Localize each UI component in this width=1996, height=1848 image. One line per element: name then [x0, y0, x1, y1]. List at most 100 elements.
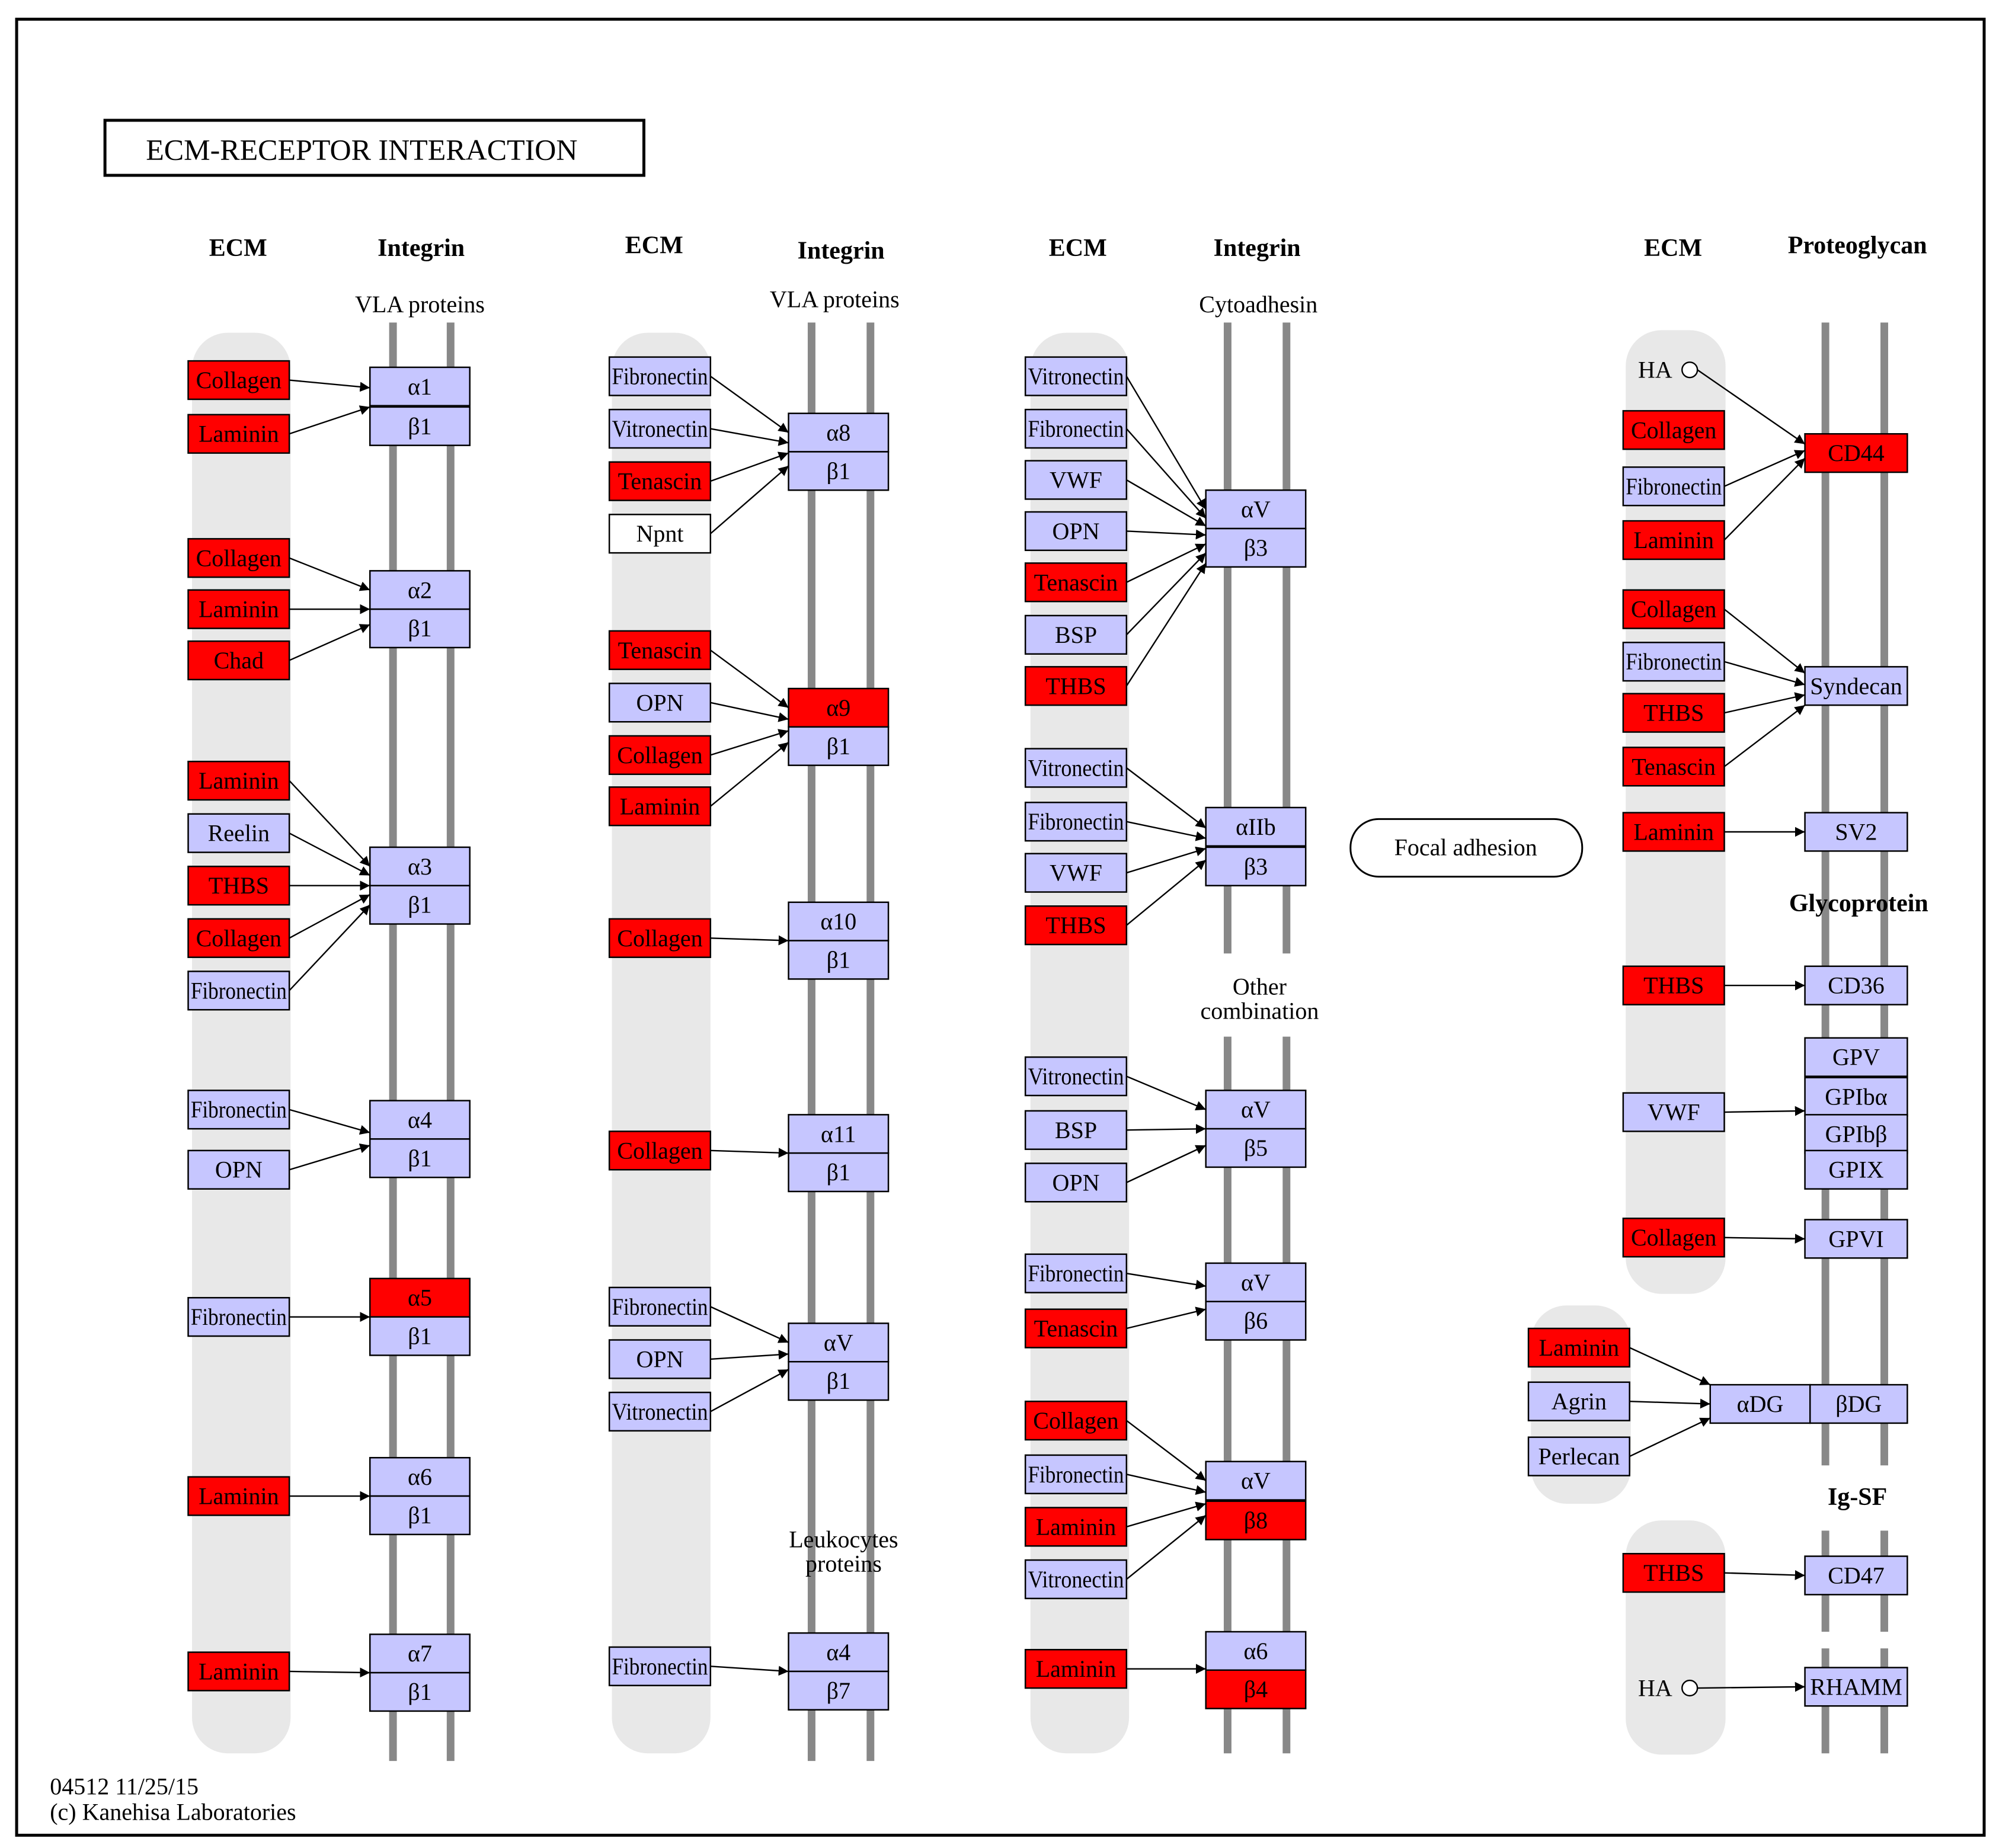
receptor-alpha6[interactable]: α6 — [369, 1456, 471, 1497]
ligand-vitronectin[interactable]: Vitronectin — [1024, 1056, 1128, 1097]
receptor-alphav[interactable]: αV — [1205, 1090, 1307, 1130]
receptor-beta1[interactable]: β1 — [788, 1360, 890, 1401]
ligand-bsp[interactable]: BSP — [1024, 614, 1128, 655]
ligand-collagen[interactable]: Collagen — [608, 918, 712, 958]
receptor-alpha4[interactable]: α4 — [369, 1100, 471, 1140]
ligand-collagen[interactable]: Collagen — [187, 538, 290, 578]
ligand-laminin[interactable]: Laminin — [1527, 1327, 1630, 1368]
receptor-alpha11[interactable]: α11 — [788, 1114, 890, 1154]
receptor-gpv[interactable]: GPV — [1804, 1037, 1908, 1077]
ligand-tenascin[interactable]: Tenascin — [1024, 1308, 1128, 1349]
receptor-beta3[interactable]: β3 — [1205, 527, 1307, 568]
receptor-cd36[interactable]: CD36 — [1804, 965, 1908, 1005]
receptor-beta5[interactable]: β5 — [1205, 1128, 1307, 1168]
receptor-alphaiib[interactable]: αIIb — [1205, 806, 1307, 847]
receptor-sv2[interactable]: SV2 — [1804, 812, 1908, 852]
ligand-laminin[interactable]: Laminin — [1622, 520, 1725, 561]
ligand-laminin[interactable]: Laminin — [1024, 1507, 1128, 1547]
ligand-tenascin[interactable]: Tenascin — [608, 630, 712, 670]
receptor-alpha7[interactable]: α7 — [369, 1634, 471, 1674]
receptor-beta8[interactable]: β8 — [1205, 1500, 1307, 1540]
ligand-fibronectin[interactable]: Fibronectin — [1024, 1454, 1128, 1494]
receptor-alpha8[interactable]: α8 — [788, 412, 890, 453]
ligand-reelin[interactable]: Reelin — [187, 813, 290, 853]
ligand-collagen[interactable]: Collagen — [1024, 1400, 1128, 1441]
ligand-laminin[interactable]: Laminin — [1024, 1648, 1128, 1689]
ligand-fibronectin[interactable]: Fibronectin — [187, 1090, 290, 1130]
ligand-laminin[interactable]: Laminin — [608, 786, 712, 827]
ligand-opn[interactable]: OPN — [608, 683, 712, 723]
ligand-collagen[interactable]: Collagen — [187, 360, 290, 401]
ligand-fibronectin[interactable]: Fibronectin — [1024, 802, 1128, 842]
ligand-collagen[interactable]: Collagen — [1622, 1218, 1725, 1258]
ligand-opn[interactable]: OPN — [608, 1339, 712, 1379]
ligand-fibronectin[interactable]: Fibronectin — [187, 971, 290, 1011]
ligand-perlecan[interactable]: Perlecan — [1527, 1436, 1630, 1477]
ligand-thbs[interactable]: THBS — [1622, 1552, 1725, 1593]
receptor-cd47[interactable]: CD47 — [1804, 1555, 1908, 1596]
focal-adhesion-link[interactable]: Focal adhesion — [1349, 818, 1584, 878]
receptor-syndecan[interactable]: Syndecan — [1804, 666, 1908, 706]
receptor-beta1[interactable]: β1 — [369, 1671, 471, 1712]
receptor-gpibbeta[interactable]: GPIbβ — [1804, 1114, 1908, 1154]
receptor-alphav[interactable]: αV — [788, 1322, 890, 1363]
receptor-beta7[interactable]: β7 — [788, 1670, 890, 1711]
receptor-beta1[interactable]: β1 — [788, 726, 890, 766]
ligand-vitronectin[interactable]: Vitronectin — [1024, 748, 1128, 788]
ligand-vitronectin[interactable]: Vitronectin — [1024, 356, 1128, 396]
ligand-collagen[interactable]: Collagen — [187, 918, 290, 958]
receptor-gpix[interactable]: GPIX — [1804, 1149, 1908, 1190]
ligand-vwf[interactable]: VWF — [1024, 853, 1128, 893]
ligand-vitronectin[interactable]: Vitronectin — [1024, 1559, 1128, 1600]
ligand-thbs[interactable]: THBS — [1622, 693, 1725, 733]
receptor-beta1[interactable]: β1 — [369, 608, 471, 649]
ligand-vitronectin[interactable]: Vitronectin — [608, 1391, 712, 1432]
ligand-opn[interactable]: OPN — [1024, 511, 1128, 552]
receptor-alpha9[interactable]: α9 — [788, 687, 890, 728]
ligand-fibronectin[interactable]: Fibronectin — [608, 356, 712, 396]
receptor-alpha3[interactable]: α3 — [369, 846, 471, 886]
ligand-tenascin[interactable]: Tenascin — [1024, 562, 1128, 603]
ligand-fibronectin[interactable]: Fibronectin — [1622, 642, 1725, 682]
receptor-alpha4[interactable]: α4 — [788, 1632, 890, 1673]
receptor-alpha10[interactable]: α10 — [788, 901, 890, 941]
ligand-thbs[interactable]: THBS — [1622, 965, 1725, 1005]
ligand-laminin[interactable]: Laminin — [187, 760, 290, 801]
ligand-thbs[interactable]: THBS — [1024, 666, 1128, 706]
ligand-fibronectin[interactable]: Fibronectin — [1024, 1253, 1128, 1293]
ligand-laminin[interactable]: Laminin — [187, 1651, 290, 1692]
receptor-alpha2[interactable]: α2 — [369, 570, 471, 610]
receptor-beta1[interactable]: β1 — [788, 451, 890, 491]
receptor-beta1[interactable]: β1 — [369, 885, 471, 925]
ligand-thbs[interactable]: THBS — [187, 866, 290, 906]
receptor-beta4[interactable]: β4 — [1205, 1669, 1307, 1709]
ligand-laminin[interactable]: Laminin — [1622, 812, 1725, 852]
ligand-agrin[interactable]: Agrin — [1527, 1381, 1630, 1421]
receptor-beta3[interactable]: β3 — [1205, 846, 1307, 886]
receptor-alphadg[interactable]: αDG — [1709, 1383, 1811, 1424]
ligand-collagen[interactable]: Collagen — [1622, 589, 1725, 629]
ligand-chad[interactable]: Chad — [187, 640, 290, 681]
ligand-fibronectin[interactable]: Fibronectin — [1622, 466, 1725, 507]
ligand-fibronectin[interactable]: Fibronectin — [608, 1286, 712, 1327]
ligand-opn[interactable]: OPN — [187, 1149, 290, 1190]
ligand-tenascin[interactable]: Tenascin — [1622, 747, 1725, 787]
receptor-betadg[interactable]: βDG — [1809, 1383, 1908, 1424]
ligand-vitronectin[interactable]: Vitronectin — [608, 408, 712, 449]
ligand-collagen[interactable]: Collagen — [608, 735, 712, 776]
ligand-tenascin[interactable]: Tenascin — [608, 461, 712, 501]
ligand-laminin[interactable]: Laminin — [187, 414, 290, 454]
receptor-alphav[interactable]: αV — [1205, 489, 1307, 530]
receptor-alpha1[interactable]: α1 — [369, 366, 471, 406]
ligand-laminin[interactable]: Laminin — [187, 1476, 290, 1516]
ligand-thbs[interactable]: THBS — [1024, 905, 1128, 946]
receptor-rhamm[interactable]: RHAMM — [1804, 1667, 1908, 1707]
receptor-alpha5[interactable]: α5 — [369, 1277, 471, 1318]
receptor-beta1[interactable]: β1 — [369, 1495, 471, 1536]
receptor-alphav[interactable]: αV — [1205, 1262, 1307, 1302]
receptor-gpvi[interactable]: GPVI — [1804, 1219, 1908, 1259]
receptor-beta1[interactable]: β1 — [369, 406, 471, 446]
ligand-bsp[interactable]: BSP — [1024, 1110, 1128, 1150]
receptor-beta1[interactable]: β1 — [369, 1138, 471, 1178]
receptor-cd44[interactable]: CD44 — [1804, 433, 1908, 473]
